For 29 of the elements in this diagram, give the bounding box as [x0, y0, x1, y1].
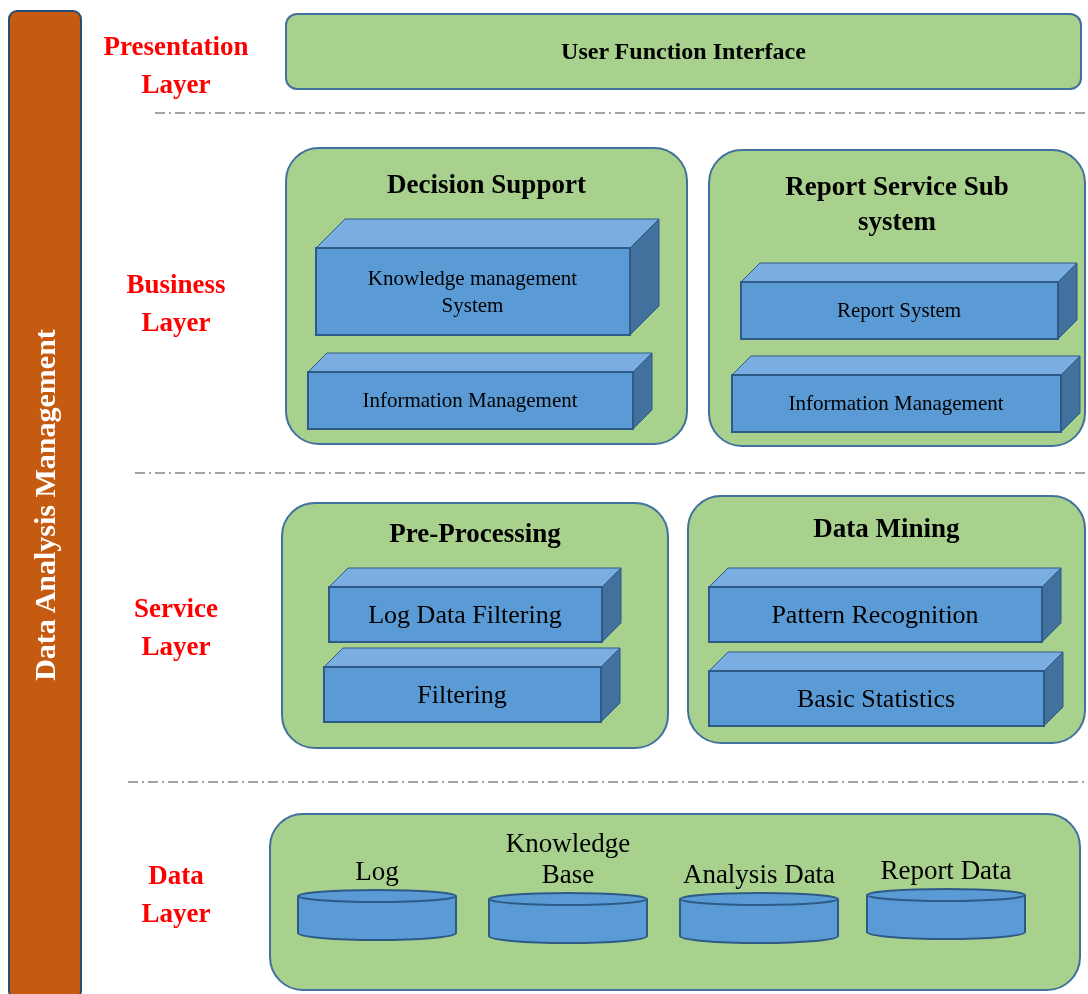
group-panel	[281, 502, 669, 749]
group-panel	[285, 147, 688, 445]
layer-label: Business Layer	[125, 268, 227, 339]
group-heading: Data Mining	[812, 512, 961, 545]
group-panel	[687, 495, 1086, 744]
data-store-label: Report Data	[879, 854, 1013, 886]
group-heading: Report Service Sub system	[784, 170, 1010, 239]
side-bar	[8, 10, 82, 994]
block-label: Basic Statistics	[796, 683, 956, 716]
block-label: Pattern Recognition	[771, 599, 979, 632]
block-label: Information Management	[362, 387, 578, 415]
group-heading: Pre-Processing	[388, 517, 562, 550]
data-store-label: Knowledge Base	[504, 827, 632, 890]
layer-label: Presentation Layer	[102, 30, 250, 101]
block-label: Information Management	[788, 390, 1004, 418]
data-store-label: Log	[354, 855, 400, 887]
block-label: Filtering	[417, 679, 507, 712]
data-layer-panel	[269, 813, 1081, 991]
layer-label: Service Layer	[133, 592, 219, 663]
block-label: Knowledge management System	[366, 264, 579, 319]
group-panel	[708, 149, 1086, 447]
data-store-label: Analysis Data	[681, 858, 837, 890]
block-label: Log Data Filtering	[368, 599, 562, 632]
block-label: Report System	[836, 297, 962, 325]
interface-bar	[285, 13, 1082, 90]
group-heading: Decision Support	[386, 168, 587, 201]
interface-title: User Function Interface	[561, 38, 806, 65]
layer-label: Data Layer	[140, 859, 212, 930]
side-bar-title: Data Analysis Management	[28, 329, 62, 681]
